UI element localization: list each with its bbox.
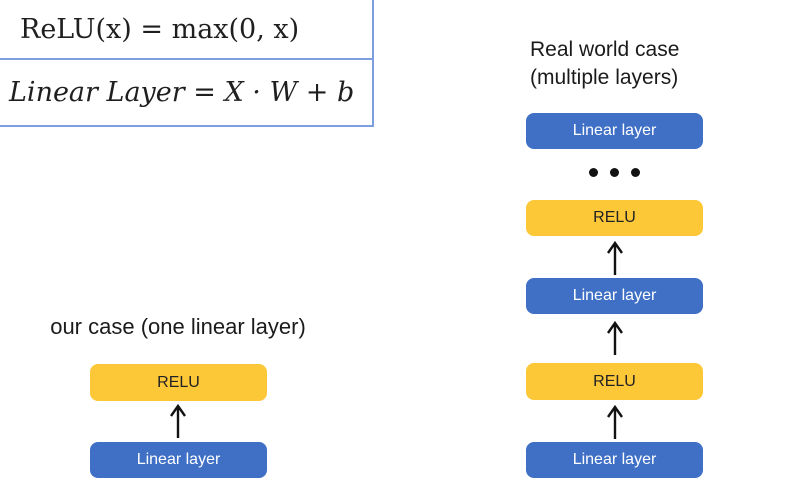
right-relu-box-1: RELU — [526, 200, 703, 236]
formula-panel: ReLU(x) = max(0, x) Linear Layer = X · W… — [0, 0, 374, 127]
up-arrow-icon — [604, 240, 626, 276]
right-title-line1: Real world case — [530, 38, 680, 61]
right-linear-layer-bottom-box: Linear layer — [526, 442, 703, 478]
dot-icon — [610, 167, 619, 177]
up-arrow-icon — [604, 320, 626, 356]
ellipsis-dots-icon — [526, 166, 703, 178]
right-diagram-title: Real world case (multiple layers) — [530, 36, 679, 92]
right-relu-box-2: RELU — [526, 363, 703, 400]
right-linear-layer-top-box: Linear layer — [526, 113, 703, 149]
dot-icon — [589, 167, 598, 177]
left-diagram-title: our case (one linear layer) — [50, 314, 306, 339]
up-arrow-icon — [167, 403, 189, 439]
linear-layer-formula: Linear Layer = X · W + b — [9, 77, 355, 108]
right-linear-layer-box-2: Linear layer — [526, 278, 703, 314]
left-relu-box: RELU — [90, 364, 267, 401]
left-linear-layer-box: Linear layer — [90, 442, 267, 478]
relu-formula: ReLU(x) = max(0, x) — [0, 0, 372, 60]
dot-icon — [631, 167, 640, 177]
right-title-line2: (multiple layers) — [530, 66, 679, 89]
up-arrow-icon — [604, 404, 626, 440]
